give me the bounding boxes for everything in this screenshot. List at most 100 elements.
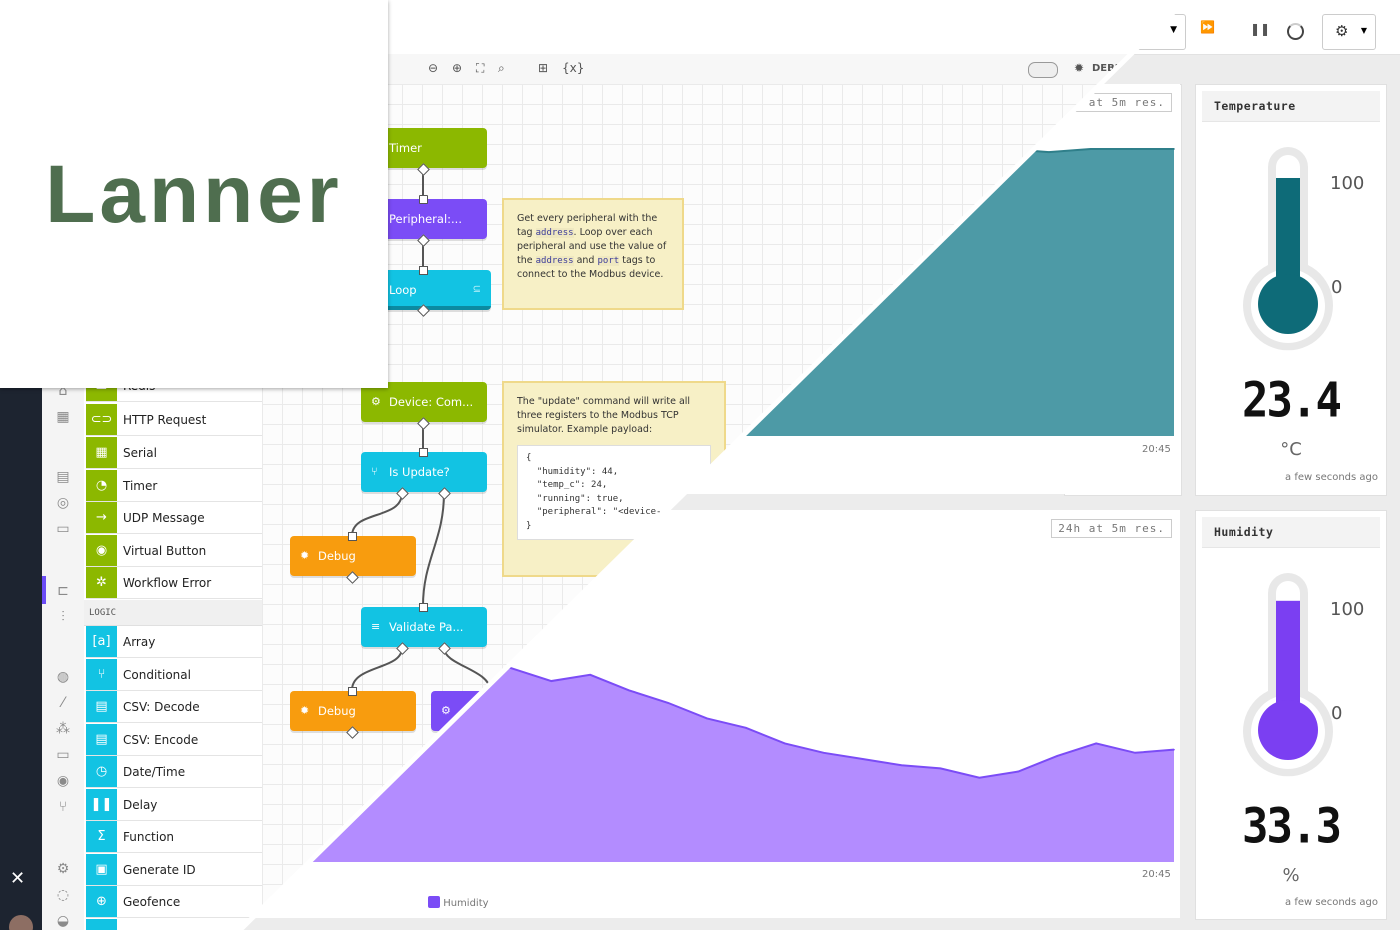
node-debug-2[interactable]: ✹Debug [290, 691, 416, 731]
palette-item-partial[interactable] [86, 919, 262, 930]
node-validate-payload[interactable]: ≡Validate Pa... [361, 607, 487, 647]
node-device-command[interactable]: ⚙Device: Com... [361, 382, 487, 422]
humidity-series-point[interactable] [706, 717, 708, 720]
bug-icon: ✹ [300, 704, 310, 717]
input-port[interactable] [419, 448, 428, 457]
humidity-series-point[interactable] [1173, 748, 1175, 751]
chevron-down-icon: ▼ [1360, 26, 1367, 35]
palette-item-delay[interactable]: ❚❚ Delay [86, 789, 262, 821]
palette-item-label: CSV: Encode [123, 732, 199, 747]
humidity-series-point[interactable] [784, 742, 786, 745]
palette-item-timer[interactable]: ◔ Timer [86, 470, 262, 502]
temperature-series-point[interactable] [1131, 148, 1134, 150]
book-icon[interactable]: ▭ [56, 521, 70, 537]
avatar[interactable] [9, 915, 33, 930]
palette-item-workflow-error[interactable]: ✲ Workflow Error [86, 567, 262, 599]
branch-icon[interactable]: ⑂ [58, 799, 68, 815]
users-icon[interactable]: ⁂ [56, 721, 70, 737]
radio-button-icon: ◉ [86, 535, 117, 566]
loop-icon: ⊆ [472, 284, 481, 295]
gauge-unit: % [1282, 865, 1300, 886]
dashboard-icon[interactable]: ▤ [56, 469, 70, 485]
humidity-series-point[interactable] [939, 767, 942, 770]
code-icon[interactable]: ⁄ [61, 695, 65, 711]
palette-item-label: CSV: Decode [123, 699, 200, 714]
drop-icon[interactable]: ◍ [56, 669, 70, 685]
palette-item-virtual-button[interactable]: ◉ Virtual Button [86, 535, 262, 567]
branch-icon: ⑂ [86, 659, 117, 690]
palette-item-csv-encode[interactable]: ▤ CSV: Encode [86, 724, 262, 756]
palette-item-label: Function [123, 829, 175, 844]
input-port[interactable] [348, 687, 357, 696]
folder-icon[interactable]: ▭ [56, 747, 70, 763]
palette-item-geofence[interactable]: ⊕ Geofence [86, 886, 262, 918]
legend-swatch [428, 896, 440, 908]
legend[interactable]: Humidity [428, 896, 489, 909]
compass-icon[interactable]: ◎ [56, 495, 70, 511]
pause-icon[interactable]: ❚❚ [1250, 22, 1271, 36]
node-is-update[interactable]: ⑂Is Update? [361, 452, 487, 492]
palette-item-conditional[interactable]: ⑂ Conditional [86, 659, 262, 691]
palette-item-date-time[interactable]: ◷ Date/Time [86, 756, 262, 788]
humidity-series-point[interactable] [1056, 755, 1059, 757]
temperature-series-point[interactable] [1089, 148, 1092, 150]
humidity-series-point[interactable] [511, 667, 514, 670]
palette-item-csv-decode[interactable]: ▤ CSV: Decode [86, 691, 262, 723]
humidity-series-point[interactable] [1017, 770, 1020, 773]
humidity-series-point[interactable] [900, 764, 903, 767]
chevron-down-icon: ▼ [1170, 25, 1177, 35]
globe-icon[interactable]: ◉ [56, 773, 70, 789]
gauge-value: 33.3 [1242, 798, 1342, 855]
last-updated: a few seconds ago [1285, 897, 1378, 908]
settings-icon[interactable]: ⚙ [56, 861, 70, 877]
logo-panel: Lanner [0, 0, 388, 388]
node-debug-1[interactable]: ✹Debug [290, 536, 416, 576]
layout-icon[interactable]: ▦ [56, 409, 70, 425]
palette-item-label: Delay [123, 797, 158, 812]
humidity-series-point[interactable] [822, 752, 825, 754]
input-port[interactable] [348, 532, 357, 541]
gauge-max-label: 100 [1330, 173, 1365, 194]
gauge-min-label: 0 [1331, 703, 1343, 724]
node-palette: ☰ Redis ⊂⊃ HTTP Request ▦ Serial ◔ Timer… [84, 370, 263, 930]
sliders-icon[interactable]: ⫶ [61, 609, 65, 625]
temperature-series-point[interactable] [1173, 148, 1175, 150]
gauge-value: 23.4 [1242, 372, 1342, 429]
palette-item-array[interactable]: [a] Array [86, 626, 262, 658]
api-icon[interactable]: ◌ [56, 887, 70, 903]
checklist-icon: ≡ [371, 620, 381, 633]
input-port[interactable] [419, 195, 428, 204]
humidity-series-point[interactable] [667, 702, 669, 704]
thermometer-bulb [1258, 700, 1318, 760]
palette-item-serial[interactable]: ▦ Serial [86, 437, 262, 469]
humidity-series-point[interactable] [978, 776, 981, 779]
humidity-series-point[interactable] [861, 758, 864, 760]
target-icon: ⊕ [86, 886, 117, 917]
palette-item-generate-id[interactable]: ▣ Generate ID [86, 854, 262, 886]
input-port[interactable] [419, 266, 428, 275]
workflow-icon[interactable]: ⊏ [57, 583, 69, 599]
palette-item-udp-message[interactable]: → UDP Message [86, 502, 262, 534]
gauge-min-label: 0 [1331, 277, 1343, 298]
legend-label: Humidity [443, 898, 489, 909]
humidity-series-point[interactable] [589, 674, 592, 676]
input-port[interactable] [419, 603, 428, 612]
palette-item-function[interactable]: Σ Function [86, 821, 262, 853]
network-icon[interactable]: ✕ [10, 868, 26, 889]
temperature-series-point[interactable] [1048, 151, 1050, 153]
fast-forward-icon[interactable]: ⏩ [1200, 20, 1215, 34]
palette-item-label: Virtual Button [123, 543, 207, 558]
settings-dropdown[interactable]: ⚙ ▼ [1322, 14, 1376, 50]
link-icon[interactable]: ◒ [56, 913, 70, 929]
car-icon[interactable]: ⌂ [58, 383, 68, 399]
humidity-series-point[interactable] [1134, 752, 1136, 754]
humidity-series-point[interactable] [628, 689, 630, 692]
palette-item-http-request[interactable]: ⊂⊃ HTTP Request [86, 404, 262, 436]
document-icon: ▤ [86, 691, 117, 722]
humidity-series-point[interactable] [1095, 742, 1097, 745]
temperature-gauge-card: Temperature 100 0 23.4 °C a few seconds … [1195, 84, 1387, 496]
humidity-series-point[interactable] [745, 727, 747, 729]
sigma-icon: Σ [86, 821, 117, 852]
sticky-note-peripheral[interactable]: Get every peripheral with the tag addres… [502, 198, 684, 310]
humidity-series-point[interactable] [550, 680, 553, 682]
